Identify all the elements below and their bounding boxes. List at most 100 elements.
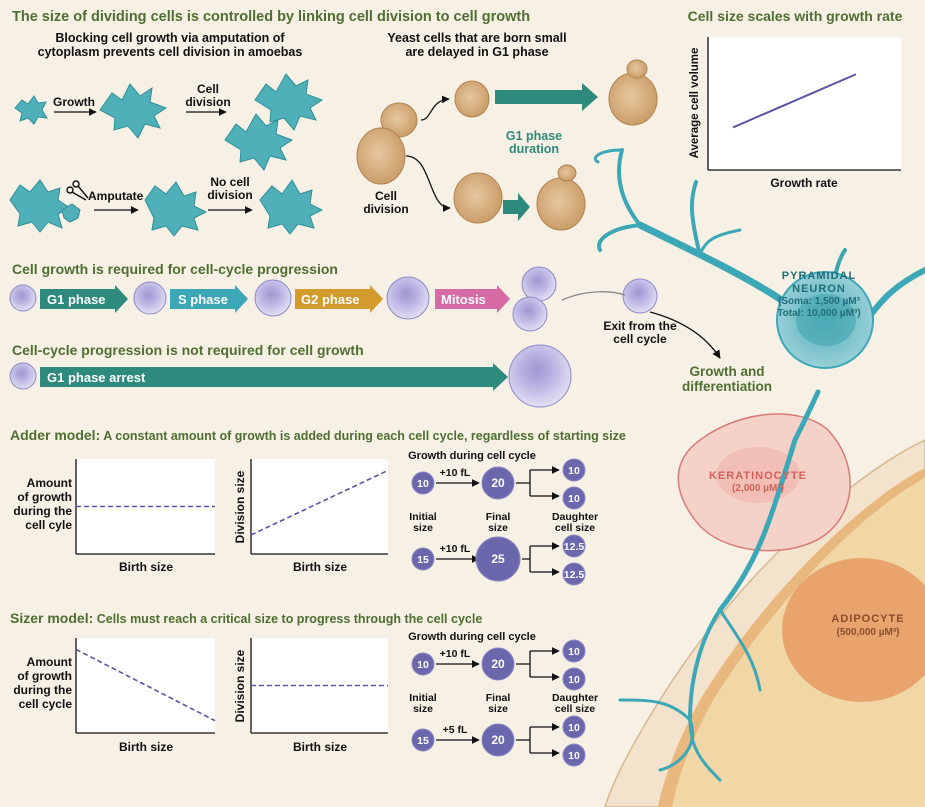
not-required-heading: Cell-cycle progression is not required f… xyxy=(12,342,364,358)
daughter-top-row2-circle xyxy=(562,715,586,739)
sizer-charts xyxy=(75,638,388,734)
initial-size-label-1: Initial xyxy=(409,692,437,704)
yeast-division-2: division xyxy=(363,202,408,216)
growth-label: Growth xyxy=(53,95,95,109)
amoeba-after-amputation xyxy=(144,181,208,237)
svg-text:during the: during the xyxy=(13,504,72,518)
amoeba-grown xyxy=(99,83,168,139)
split-row2 xyxy=(522,546,531,572)
cell-arrest-start xyxy=(9,362,37,390)
daughter-top-row1-circle xyxy=(562,639,586,663)
sizer-growth-chart-series-line xyxy=(75,648,216,722)
initial-row2-circle xyxy=(411,547,435,571)
sizer-heading: Sizer model: Cells must reach a critical… xyxy=(10,610,482,626)
amoeba-daughter-2 xyxy=(224,113,294,171)
g1-phase-label: G1 phase xyxy=(47,292,106,307)
daughter-top-row1-value: 10 xyxy=(568,646,580,658)
svg-text:cell cycle: cell cycle xyxy=(19,697,73,711)
neuron-name-2: NEURON xyxy=(792,283,846,295)
mitosis-arrow: Mitosis xyxy=(435,285,510,313)
initial-row2-circle xyxy=(411,728,435,752)
differentiation-arrow xyxy=(649,311,721,359)
growth-delta-row2: +5 fL xyxy=(443,724,468,736)
final-row1-circle xyxy=(481,466,515,500)
final-size-label-1: Final xyxy=(486,511,511,523)
growth-rate-xlabel: Growth rate xyxy=(770,176,838,190)
final-row1-circle xyxy=(481,647,515,681)
cell-s xyxy=(133,281,167,315)
svg-text:Amount: Amount xyxy=(27,655,72,669)
no-cell-division-1: No cell xyxy=(210,175,249,189)
neuron-soma-volume: (Soma: 1,500 µM³ xyxy=(778,296,861,307)
growth-rate-title: Cell size scales with growth rate xyxy=(688,8,903,24)
svg-text:Amount: Amount xyxy=(27,476,72,490)
svg-text:cell cyle: cell cyle xyxy=(25,518,72,532)
g2-phase-arrow: G2 phase xyxy=(295,285,383,313)
initial-size-label-2: size xyxy=(413,703,433,715)
initial-row1-circle xyxy=(411,652,435,676)
amoeba-heading-2: cytoplasm prevents cell division in amoe… xyxy=(38,45,303,59)
daughter-size-label-2: cell size xyxy=(555,703,595,715)
daughter-cell-2 xyxy=(512,296,548,332)
adder-chart2-ylabel: Division size xyxy=(233,470,247,543)
initial-size-label-2: size xyxy=(413,522,433,534)
exit-label-1: Exit from the xyxy=(603,319,677,333)
yeast-bud-large xyxy=(557,164,577,182)
svg-text:of growth: of growth xyxy=(17,669,72,683)
amoebas xyxy=(9,73,324,237)
amoeba-no-division xyxy=(259,179,324,235)
sizer-chart2-xlabel: Birth size xyxy=(293,740,347,754)
daughter-bottom-row2-circle xyxy=(562,743,586,767)
exit-label-2: cell cycle xyxy=(613,332,667,346)
split-row1 xyxy=(516,651,531,677)
adder-division-chart-bg xyxy=(251,459,388,554)
g2-phase-label: G2 phase xyxy=(301,292,360,307)
yeast-mother xyxy=(356,127,406,185)
keratinocyte-volume: (2,000 µM³) xyxy=(732,483,784,494)
cycle-heading: Cell growth is required for cell-cycle p… xyxy=(12,261,338,277)
growth-delta-row2: +10 fL xyxy=(440,543,471,555)
daughter-top-row2-circle xyxy=(562,534,586,558)
split-row1 xyxy=(516,470,531,496)
g1-arrest-label: G1 phase arrest xyxy=(47,370,146,385)
g1-arrest-arrow: G1 phase arrest xyxy=(40,363,508,391)
final-size-label-2: size xyxy=(488,522,508,534)
cell-mitosis xyxy=(386,276,430,320)
neuron-nucleus xyxy=(796,294,856,346)
daughter-size-label-2: cell size xyxy=(555,522,595,534)
amoeba-heading-1: Blocking cell growth via amputation of xyxy=(55,31,285,45)
final-row1-value: 20 xyxy=(491,476,505,490)
yeast-heading-1: Yeast cells that are born small xyxy=(387,31,566,45)
split-row2 xyxy=(516,727,531,753)
adder-division-chart-series-line xyxy=(250,469,389,536)
initial-row2-value: 15 xyxy=(417,554,429,566)
initial-row1-value: 10 xyxy=(417,478,429,490)
sizer-chart1-xlabel: Birth size xyxy=(119,740,173,754)
daughter-bottom-row2-circle xyxy=(562,562,586,586)
growth-during-label: Growth during cell cycle xyxy=(408,450,536,462)
tissue-background xyxy=(593,148,925,807)
daughter-cell-1 xyxy=(521,266,557,302)
svg-text:during the: during the xyxy=(13,683,72,697)
daughter-bottom-row1-circle xyxy=(562,667,586,691)
daughter-top-row2-value: 10 xyxy=(568,722,580,734)
growth-rate-series-line xyxy=(732,73,857,129)
adipocyte-nucleus xyxy=(782,558,925,702)
yeast-small-daughter xyxy=(454,80,490,118)
final-row1-value: 20 xyxy=(491,657,505,671)
amputate-label: Amputate xyxy=(88,189,144,203)
daughter-top-row1-circle xyxy=(562,458,586,482)
final-row2-value: 25 xyxy=(491,552,505,566)
amoeba-small xyxy=(14,95,48,125)
adder-chart2-xlabel: Birth size xyxy=(293,560,347,574)
adipocyte-volume: (500,000 µM³) xyxy=(836,627,899,638)
amoeba-amputated xyxy=(9,179,71,233)
mitosis-label: Mitosis xyxy=(441,292,486,307)
yeast-heading-2: are delayed in G1 phase xyxy=(405,45,548,59)
adder-charts xyxy=(75,459,389,555)
initial-row2-value: 15 xyxy=(417,735,429,747)
adder-heading: Adder model: A constant amount of growth… xyxy=(10,427,626,443)
yeast-division-1: Cell xyxy=(375,189,397,203)
growth-rate-chart-bg xyxy=(708,37,901,170)
